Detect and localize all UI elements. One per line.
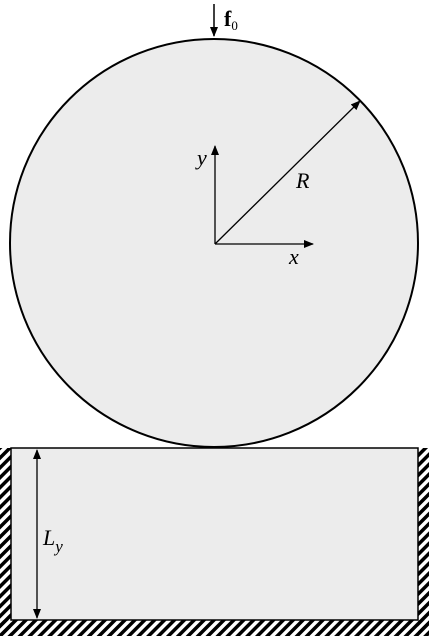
radius-arrow <box>214 100 361 245</box>
thickness-label: Ly <box>42 525 63 556</box>
force-label: f0 <box>224 6 238 33</box>
substrate-block <box>10 447 419 621</box>
hatched-wall-right <box>418 448 429 636</box>
radius-label: R <box>295 168 310 193</box>
hatched-wall-left <box>0 448 11 636</box>
cylinder-circle <box>9 38 419 448</box>
y-axis-label: y <box>195 145 207 170</box>
hatched-floor <box>0 620 429 636</box>
x-axis-label: x <box>288 244 299 269</box>
